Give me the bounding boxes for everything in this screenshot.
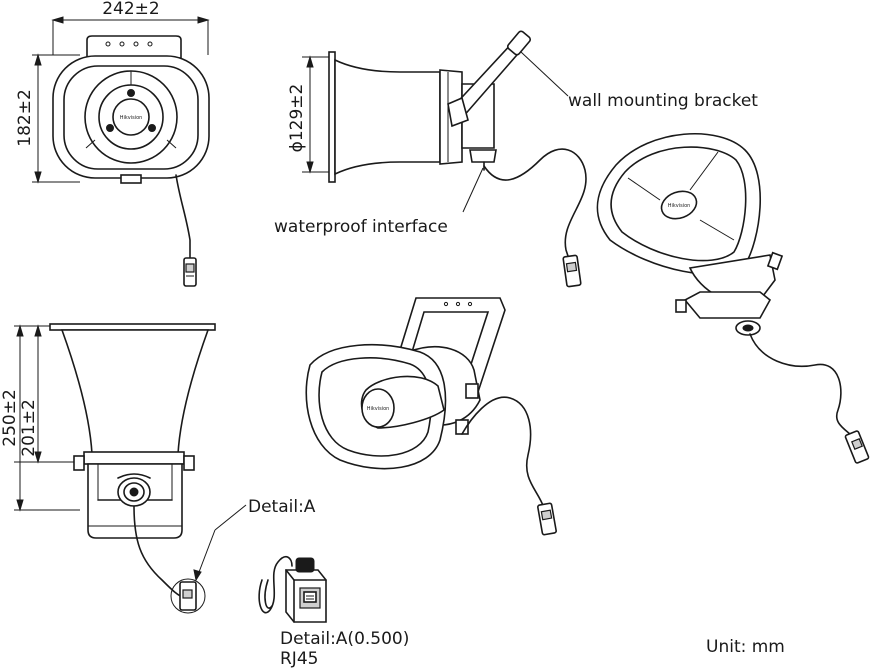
- detail-a-scale-label: Detail:A(0.500): [280, 629, 409, 649]
- width-dimension: 242±2: [102, 0, 160, 19]
- detail-a-label: Detail:A: [248, 497, 316, 517]
- height-dimension: 182±2: [15, 89, 35, 147]
- waterproof-interface-label: waterproof interface: [274, 217, 448, 237]
- wall-mounting-bracket-label: wall mounting bracket: [568, 91, 758, 111]
- unit-label: Unit: mm: [706, 637, 785, 657]
- side-view-top: ϕ129±2: [287, 30, 587, 288]
- front-brand-mark: Hikvision: [120, 115, 143, 121]
- diameter-dimension: ϕ129±2: [287, 84, 307, 153]
- length-body-dimension: 201±2: [19, 399, 39, 457]
- isometric-view-center: Hikvision: [305, 297, 557, 536]
- side-view-bottom: 250±2 201±2: [0, 323, 247, 614]
- length-total-dimension: 250±2: [0, 389, 20, 447]
- center-brand-mark: Hikvision: [367, 406, 390, 412]
- rj45-label: RJ45: [280, 649, 318, 668]
- isometric-view-right: Hikvision: [596, 133, 870, 464]
- front-view: 242±2 182±2 Hikvision: [15, 0, 210, 287]
- iso-brand-mark: Hikvision: [668, 203, 691, 209]
- detail-a-rj45: [258, 555, 327, 623]
